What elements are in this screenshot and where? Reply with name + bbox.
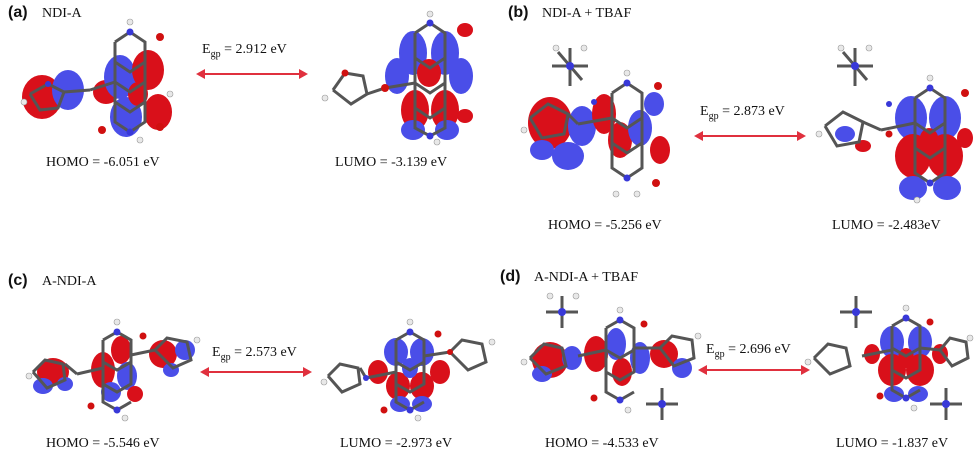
egap-value: = 2.696 eV	[728, 342, 791, 357]
homo-energy: HOMO = -5.546 eV	[46, 436, 160, 451]
energy-gap-label: Egp = 2.696 eV	[706, 342, 791, 360]
lumo-energy: LUMO = -2.483eV	[832, 218, 941, 233]
energy-gap-label: Egp = 2.873 eV	[700, 104, 785, 122]
panel-label: (c)	[8, 272, 28, 289]
egap-symbol: E	[700, 104, 709, 119]
panel-title: NDI-A	[42, 6, 82, 21]
egap-subscript: gp	[714, 348, 725, 360]
homo-energy: HOMO = -5.256 eV	[548, 218, 662, 233]
lumo-energy: LUMO = -2.973 eV	[340, 436, 453, 451]
lumo-energy: LUMO = -1.837 eV	[836, 436, 949, 451]
egap-subscript: gp	[220, 351, 231, 363]
panel-label: (a)	[8, 4, 28, 21]
homo-energy: HOMO = -6.051 eV	[46, 155, 160, 170]
egap-symbol: E	[212, 345, 221, 360]
homo-orbital-structure	[25, 318, 201, 422]
egap-value: = 2.873 eV	[722, 104, 785, 119]
panel-label: (d)	[500, 268, 521, 285]
lumo-orbital-structure	[815, 44, 973, 204]
panel-title: NDI-A + TBAF	[542, 6, 632, 21]
lumo-orbital-structure	[804, 296, 974, 420]
egap-subscript: gp	[708, 110, 719, 122]
homo-orbital-structure	[520, 292, 702, 420]
panel-title: A-NDI-A + TBAF	[534, 270, 639, 285]
energy-gap-label: Egp = 2.912 eV	[202, 42, 287, 60]
energy-gap-label: Egp = 2.573 eV	[212, 345, 297, 363]
egap-value: = 2.573 eV	[234, 345, 297, 360]
panel-label: (b)	[508, 4, 529, 21]
egap-symbol: E	[706, 342, 715, 357]
double-arrow-icon	[200, 367, 312, 377]
homo-orbital-structure	[20, 18, 174, 144]
lumo-orbital-structure	[320, 318, 496, 422]
double-arrow-icon	[694, 131, 806, 141]
egap-subscript: gp	[210, 48, 221, 60]
homo-energy: HOMO = -4.533 eV	[545, 436, 659, 451]
egap-value: = 2.912 eV	[224, 42, 287, 57]
double-arrow-icon	[698, 365, 810, 375]
homo-orbital-structure	[520, 44, 670, 198]
lumo-orbital-structure	[321, 10, 473, 146]
panel-title: A-NDI-A	[42, 274, 97, 289]
double-arrow-icon	[196, 69, 308, 79]
lumo-energy: LUMO = -3.139 eV	[335, 155, 448, 170]
egap-symbol: E	[202, 42, 211, 57]
